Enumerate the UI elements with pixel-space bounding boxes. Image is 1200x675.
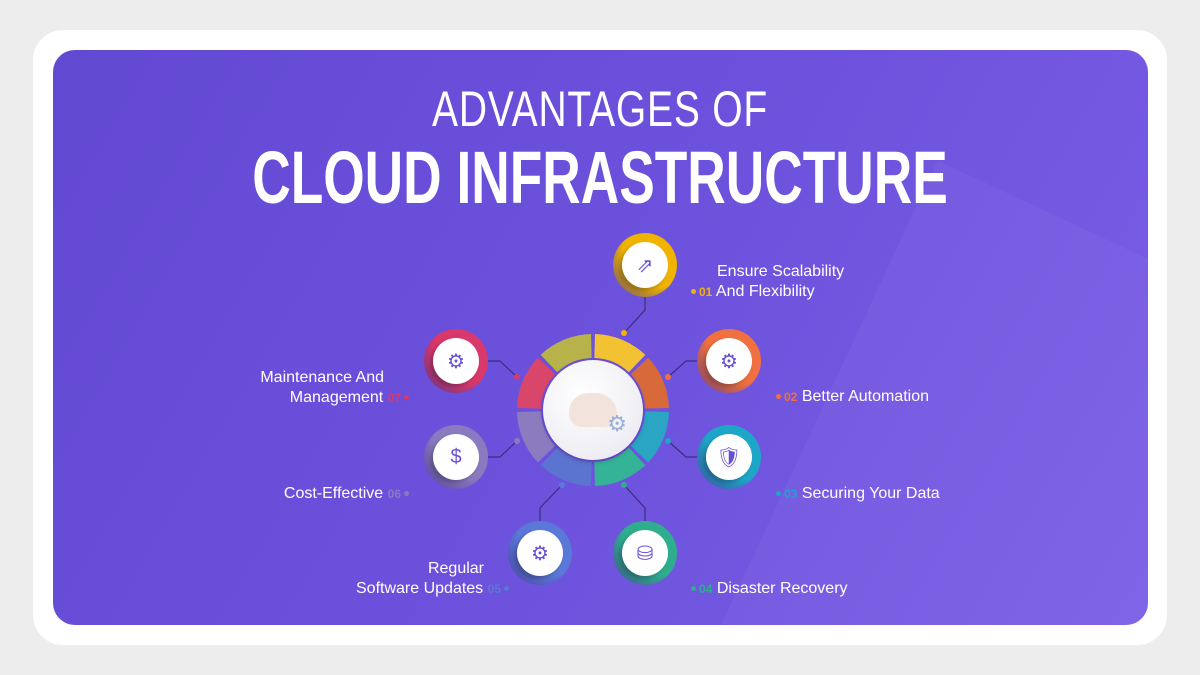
connector-line [623, 297, 646, 334]
server-scale-icon: ⇗ [622, 242, 668, 288]
label-line-1: Cost-Effective [283, 485, 384, 502]
shield-lock-icon: 🛡 [706, 434, 752, 480]
label-line-1: Securing Your Data [801, 485, 940, 502]
connector-line [539, 484, 563, 521]
connector-dot [514, 374, 520, 380]
connector-line [667, 360, 697, 378]
database-fire-icon: ⛁ [622, 530, 668, 576]
advantage-label-01: Ensure Scalability 01 And Flexibility [688, 262, 844, 302]
label-line-2: Management [289, 389, 384, 406]
advantage-node-03: 🛡 [697, 425, 761, 489]
ring-segment [517, 411, 556, 463]
label-line-1: Regular [427, 560, 484, 577]
connector-line [488, 360, 518, 378]
label-line-1: Ensure Scalability [717, 263, 845, 280]
gear-cycle-icon: ⚙ [706, 338, 752, 384]
ring-segment [594, 447, 646, 486]
advantage-label-06: Cost-Effective 06 [284, 484, 412, 504]
maintenance-window-icon: ⚙ [433, 338, 479, 384]
advantage-node-02: ⚙ [697, 329, 761, 393]
bullet-dot [404, 395, 409, 401]
label-line-1: Maintenance And [260, 369, 384, 386]
connector-dot [621, 330, 627, 336]
title-line-2: CLOUD INFRASTRUCTURE [252, 136, 948, 219]
advantage-number: 02 [784, 390, 798, 404]
advantage-number: 01 [699, 285, 713, 299]
advantage-label-02: 02 Better Automation [773, 387, 929, 407]
ring-segment [594, 334, 646, 373]
connector-line [667, 440, 697, 458]
cloud-gear-icon: ⚙ [543, 360, 643, 460]
advantage-number: 04 [699, 582, 713, 596]
ring-segment [630, 357, 669, 409]
bullet-dot [404, 491, 409, 497]
label-line-2: Software Updates [356, 580, 484, 597]
advantage-label-03: 03 Securing Your Data [773, 484, 940, 504]
advantage-node-05: ⚙ [508, 521, 572, 585]
connector-dot [665, 438, 671, 444]
advantage-node-07: ⚙ [424, 329, 488, 393]
connector-dot [514, 438, 520, 444]
connector-line [623, 484, 646, 521]
advantage-number: 06 [387, 487, 401, 501]
connector-dot [621, 482, 627, 488]
advantage-number: 07 [387, 391, 401, 405]
label-line-1: Better Automation [801, 388, 929, 405]
label-line-1: Disaster Recovery [716, 580, 848, 597]
bullet-dot [691, 289, 696, 295]
ring-segment [540, 447, 592, 486]
advantage-node-01: ⇗ [613, 233, 677, 297]
label-line-2: And Flexibility [715, 283, 815, 300]
connector-dot [665, 374, 671, 380]
advantage-node-06: $ [424, 425, 488, 489]
ring-segment [540, 334, 592, 373]
connector-dot [559, 482, 565, 488]
ring-segment [517, 357, 556, 409]
title-line-1: ADVANTAGES OF [432, 81, 768, 137]
bullet-dot [504, 586, 509, 592]
ring-segment [630, 411, 669, 463]
advantage-number: 05 [487, 582, 501, 596]
bullet-dot [691, 586, 696, 592]
connector-line [488, 440, 518, 458]
advantage-node-04: ⛁ [613, 521, 677, 585]
cost-chart-icon: $ [433, 434, 479, 480]
bullet-dot [776, 491, 781, 497]
software-update-icon: ⚙ [517, 530, 563, 576]
advantage-number: 03 [784, 487, 798, 501]
advantage-label-04: 04 Disaster Recovery [688, 579, 848, 599]
bullet-dot [776, 394, 781, 400]
